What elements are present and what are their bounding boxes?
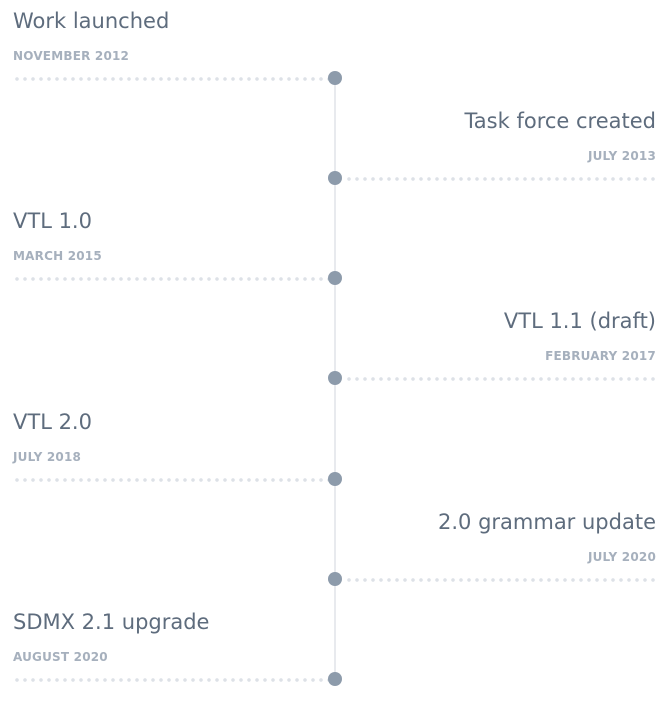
dotted-connector <box>345 578 657 582</box>
timeline-event-vtl-2-0: VTL 2.0 JULY 2018 <box>0 401 668 501</box>
event-title: VTL 1.1 (draft) <box>503 309 656 333</box>
dotted-connector <box>13 77 331 81</box>
timeline-event-work-launched: Work launched NOVEMBER 2012 <box>0 0 668 100</box>
event-title: VTL 2.0 <box>13 410 92 434</box>
timeline-node <box>328 572 342 586</box>
event-date: MARCH 2015 <box>13 249 102 263</box>
dotted-connector <box>13 478 331 482</box>
event-date: JULY 2020 <box>587 550 656 564</box>
dotted-connector <box>345 377 657 381</box>
event-title: 2.0 grammar update <box>438 510 656 534</box>
dotted-connector <box>345 177 657 181</box>
timeline-node <box>328 672 342 686</box>
timeline-event-vtl-1-0: VTL 1.0 MARCH 2015 <box>0 200 668 300</box>
timeline-node <box>328 371 342 385</box>
timeline-node <box>328 171 342 185</box>
timeline-node <box>328 71 342 85</box>
dotted-connector <box>13 277 331 281</box>
timeline-event-vtl-1-1-draft: VTL 1.1 (draft) FEBRUARY 2017 <box>0 300 668 400</box>
event-date: AUGUST 2020 <box>13 650 108 664</box>
event-date: NOVEMBER 2012 <box>13 49 130 63</box>
event-date: JULY 2013 <box>587 149 656 163</box>
timeline-node <box>328 271 342 285</box>
dotted-connector <box>13 678 331 682</box>
event-title: VTL 1.0 <box>13 209 92 233</box>
event-title: Work launched <box>13 9 170 33</box>
timeline-event-sdmx-upgrade: SDMX 2.1 upgrade AUGUST 2020 <box>0 601 668 701</box>
event-date: JULY 2018 <box>13 450 82 464</box>
timeline-event-grammar-update: 2.0 grammar update JULY 2020 <box>0 501 668 601</box>
event-date: FEBRUARY 2017 <box>545 349 656 363</box>
timeline-node <box>328 472 342 486</box>
timeline-event-task-force-created: Task force created JULY 2013 <box>0 100 668 200</box>
event-title: Task force created <box>464 109 656 133</box>
event-title: SDMX 2.1 upgrade <box>13 610 210 634</box>
